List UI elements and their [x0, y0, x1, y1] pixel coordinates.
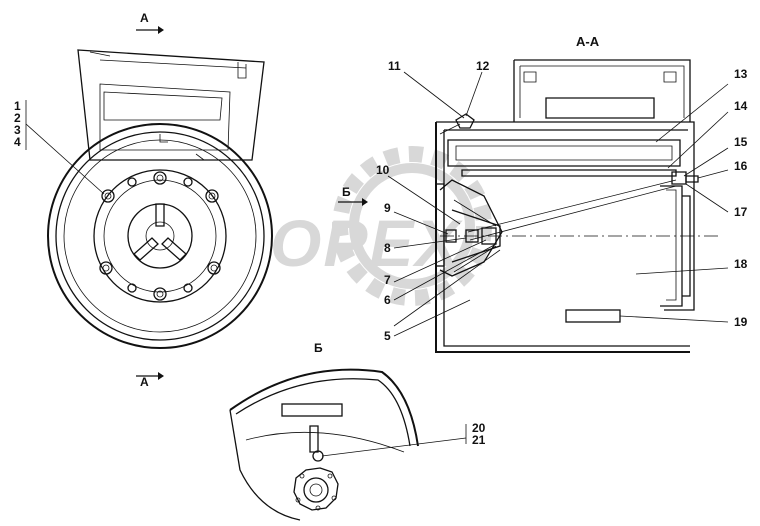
callout-21: 21: [472, 433, 486, 447]
callout-7: 7: [384, 273, 391, 287]
section-arrow-bottom: А: [136, 372, 164, 389]
callout-18: 18: [734, 257, 748, 271]
watermark-text: ОРЕХ: [270, 206, 463, 280]
section-marker-top: А: [140, 11, 149, 25]
view-title: Б: [314, 341, 323, 355]
callout-2: 2: [14, 111, 21, 125]
detail-view: 20 21: [229, 368, 486, 521]
callout-10: 10: [376, 163, 390, 177]
callout-3: 3: [14, 123, 21, 137]
callout-20: 20: [472, 421, 486, 435]
watermark: ОРЕХ: [270, 146, 492, 306]
view-arrow-label: Б: [342, 185, 351, 199]
callout-17: 17: [734, 205, 748, 219]
watermark-gear-icon: [332, 146, 492, 306]
callout-4: 4: [14, 135, 21, 149]
callout-8: 8: [384, 241, 391, 255]
bolt-holes: [99, 171, 221, 301]
callout-14: 14: [734, 99, 748, 113]
front-view: 1 2 3 4 А А Б: [14, 11, 323, 389]
callout-15: 15: [734, 135, 748, 149]
section-view: А-А: [338, 34, 748, 353]
callout-9: 9: [384, 201, 391, 215]
callout-stack-1-4: 1 2 3 4: [14, 99, 105, 195]
callout-16: 16: [734, 159, 748, 173]
view-arrow: Б: [338, 185, 368, 206]
callout-1: 1: [14, 99, 21, 113]
callout-13: 13: [734, 67, 748, 81]
section-marker-bottom: А: [140, 375, 149, 389]
leader-lines: [387, 71, 729, 337]
callout-6: 6: [384, 293, 391, 307]
callout-12: 12: [476, 59, 490, 73]
section-title: А-А: [576, 34, 600, 49]
callout-19: 19: [734, 315, 748, 329]
section-arrow-top: А: [136, 11, 164, 34]
callout-11: 11: [388, 59, 401, 73]
callout-5: 5: [384, 329, 391, 343]
